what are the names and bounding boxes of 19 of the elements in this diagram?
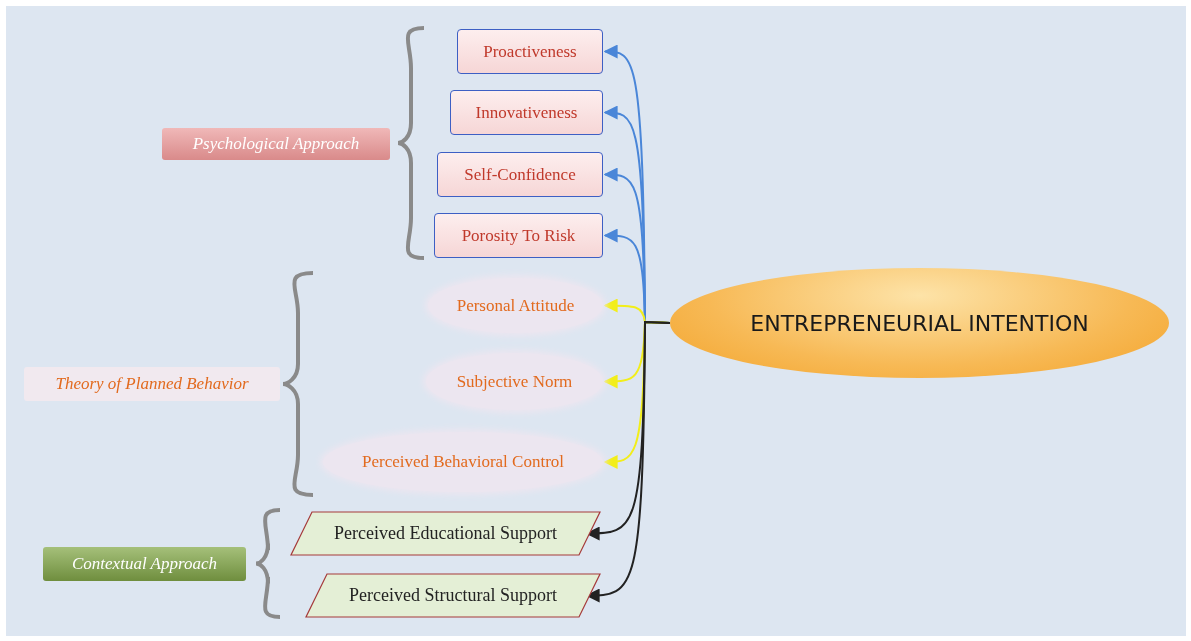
node-label: Perceived Educational Support — [334, 523, 557, 544]
node-label: Perceived Behavioral Control — [361, 452, 565, 472]
node-label: Proactiveness — [483, 41, 577, 62]
node-label: Personal Attitude — [456, 295, 575, 316]
category-box — [43, 547, 246, 581]
node-label: Theory of Planned Behavior — [55, 374, 249, 394]
node-label: Innovativeness — [475, 102, 578, 123]
node-label: Subjective Norm — [456, 371, 573, 392]
trait-box — [437, 152, 603, 197]
trait-box — [450, 90, 603, 135]
node-label: ENTREPRENEURIAL INTENTION — [750, 310, 1089, 336]
node-label: Porosity To Risk — [461, 225, 576, 246]
node-label: Self-Confidence — [464, 164, 576, 185]
node-label: Psychological Approach — [192, 134, 360, 154]
trait-box — [457, 29, 603, 74]
trait-box — [434, 213, 603, 258]
node-label: Contextual Approach — [72, 554, 217, 574]
node-label: Perceived Structural Support — [349, 585, 557, 606]
category-box — [162, 128, 390, 160]
